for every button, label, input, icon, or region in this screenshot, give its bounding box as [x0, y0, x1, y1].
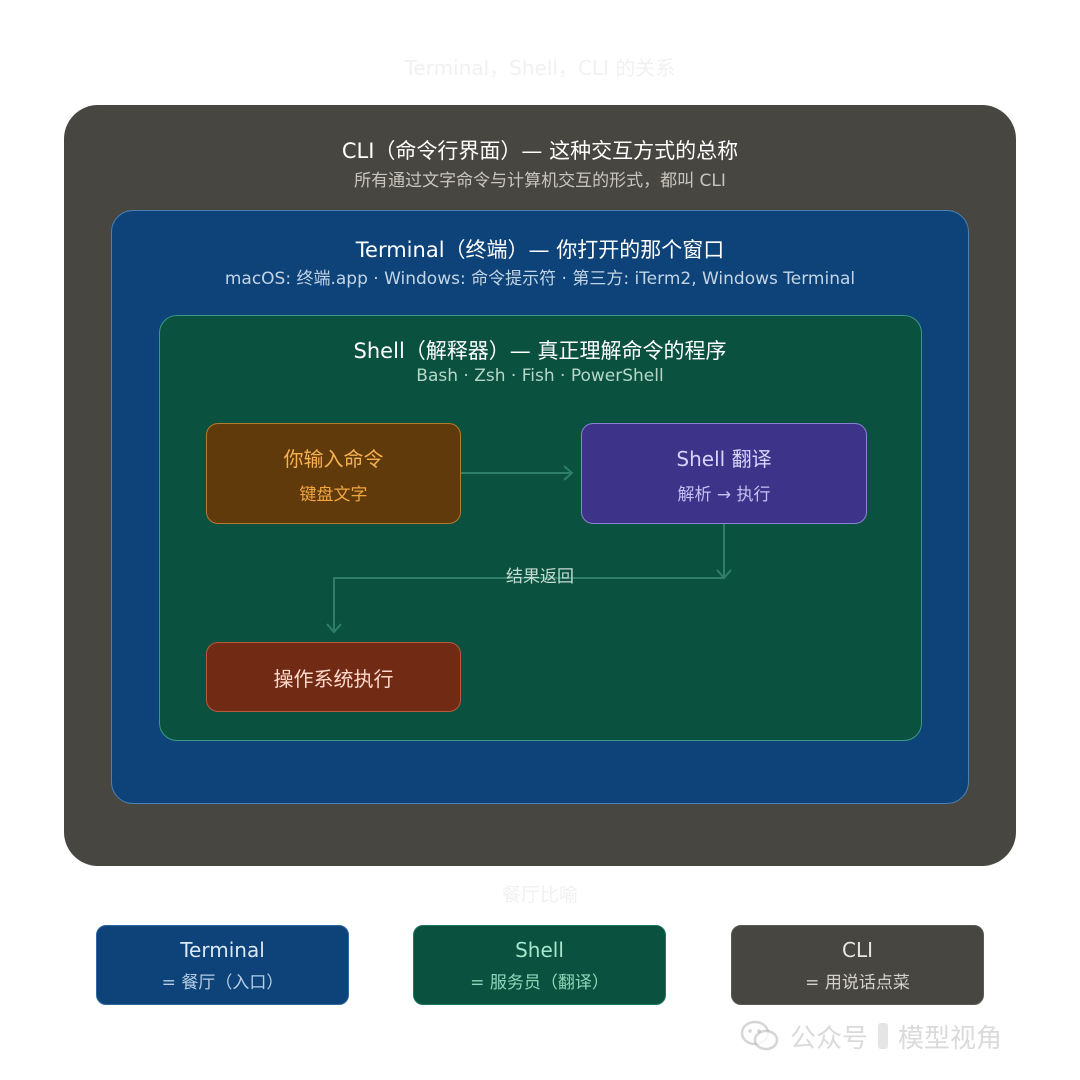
shell-subtitle: Bash · Zsh · Fish · PowerShell	[416, 366, 664, 386]
cli-subtitle: 所有通过文字命令与计算机交互的形式，都叫 CLI	[354, 171, 726, 191]
shell-translate-node: Shell 翻译 解析 → 执行	[581, 423, 867, 524]
legend-card-name: Terminal	[180, 937, 265, 962]
legend-card-name: CLI	[841, 937, 873, 962]
input-command-title: 你输入命令	[283, 446, 384, 471]
legend-card-name: Shell	[515, 937, 564, 962]
watermark: 公众号 模型视角	[740, 1010, 1060, 1062]
input-command-node: 你输入命令 键盘文字	[206, 423, 461, 524]
terminal-subtitle: macOS: 终端.app · Windows: 命令提示符 · 第三方: iT…	[224, 269, 856, 289]
input-command-subtitle: 键盘文字	[299, 484, 368, 505]
watermark-separator	[878, 1023, 889, 1049]
cli-title: CLI（命令行界面）— 这种交互方式的总称	[341, 139, 739, 163]
legend-card-desc: = 餐厅（入口）	[161, 972, 284, 993]
wechat-icon	[740, 1020, 779, 1051]
legend-card-shell: Shell = 服务员（翻译）	[413, 925, 666, 1005]
terminal-title: Terminal（终端）— 你打开的那个窗口	[355, 238, 725, 262]
diagram-title: Terminal，Shell，CLI 的关系	[404, 56, 676, 80]
shell-translate-subtitle: 解析 → 执行	[677, 484, 771, 505]
legend-title: 餐厅比喻	[501, 884, 578, 906]
legend-card-desc: = 用说话点菜	[805, 972, 910, 993]
legend-card-cli: CLI = 用说话点菜	[731, 925, 984, 1005]
result-return-label: 结果返回	[506, 567, 574, 587]
shell-translate-title: Shell 翻译	[676, 446, 772, 471]
shell-title: Shell（解释器）— 真正理解命令的程序	[353, 339, 727, 363]
os-execute-title: 操作系统执行	[273, 666, 394, 691]
watermark-left-text: 公众号	[790, 1023, 869, 1054]
legend-card-terminal: Terminal = 餐厅（入口）	[96, 925, 349, 1005]
watermark-right-text: 模型视角	[898, 1023, 1003, 1054]
legend-card-desc: = 服务员（翻译）	[470, 972, 609, 993]
os-execute-node: 操作系统执行	[206, 642, 461, 712]
